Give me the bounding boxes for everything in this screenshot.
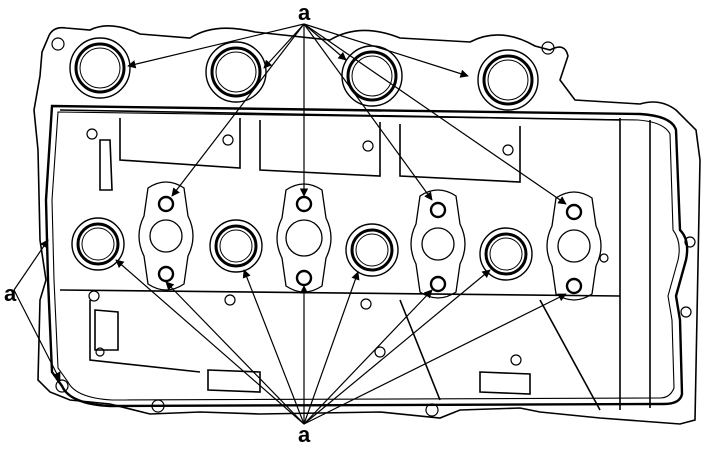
bolt-bosses xyxy=(138,181,602,301)
callout-label-top: a xyxy=(298,0,311,25)
perimeter-gasket xyxy=(44,104,689,408)
callout-label-bottom: a xyxy=(298,422,311,447)
bottom-leader-lines xyxy=(115,259,567,425)
left-leader-lines xyxy=(13,239,61,381)
cover-body xyxy=(33,25,701,425)
mounting-holes xyxy=(51,37,696,417)
callout-label-left: a xyxy=(4,281,17,306)
plug-tube-seals xyxy=(71,217,533,281)
top-leader-lines xyxy=(127,23,567,205)
